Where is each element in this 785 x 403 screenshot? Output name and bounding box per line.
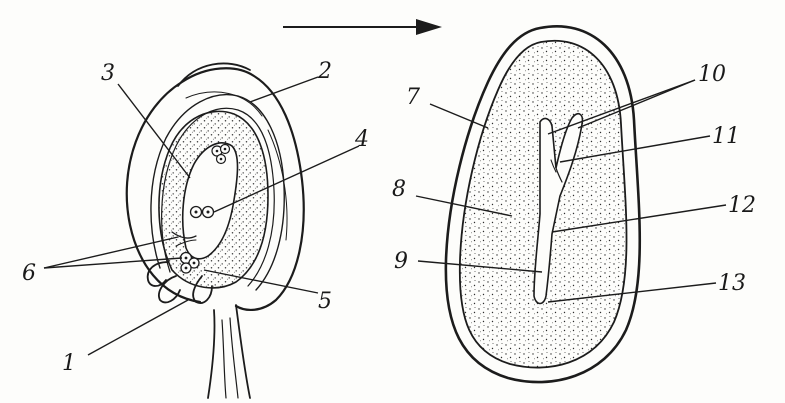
callout-labels: 1 2 3 4 5 6 7 8 9 10 11 12 13 (22, 59, 756, 376)
label-13: 13 (718, 271, 746, 296)
label-9: 9 (394, 249, 408, 274)
egg-apparatus (179, 251, 200, 274)
transition-arrow (283, 19, 442, 35)
leader-lines (43, 76, 727, 356)
embryo-sac (181, 142, 239, 260)
label-8: 8 (392, 177, 406, 202)
micropyle-lobe-center (158, 275, 181, 304)
micropyle-lobe-left (146, 261, 169, 287)
label-3: 3 (101, 61, 115, 86)
label-11: 11 (712, 124, 740, 149)
ovule (125, 62, 305, 399)
micropyle-lobe-right (192, 275, 213, 304)
label-10: 10 (698, 62, 726, 87)
label-2: 2 (317, 59, 332, 84)
pollen-tube (171, 231, 197, 239)
label-5: 5 (318, 289, 332, 314)
label-6: 6 (22, 261, 36, 286)
label-4: 4 (354, 127, 369, 152)
seed (444, 25, 642, 384)
antipodal-cells (211, 143, 231, 165)
label-1: 1 (62, 351, 76, 376)
label-12: 12 (728, 193, 756, 218)
embryo (533, 112, 584, 305)
label-7: 7 (406, 85, 420, 110)
polar-nuclei (189, 205, 215, 219)
